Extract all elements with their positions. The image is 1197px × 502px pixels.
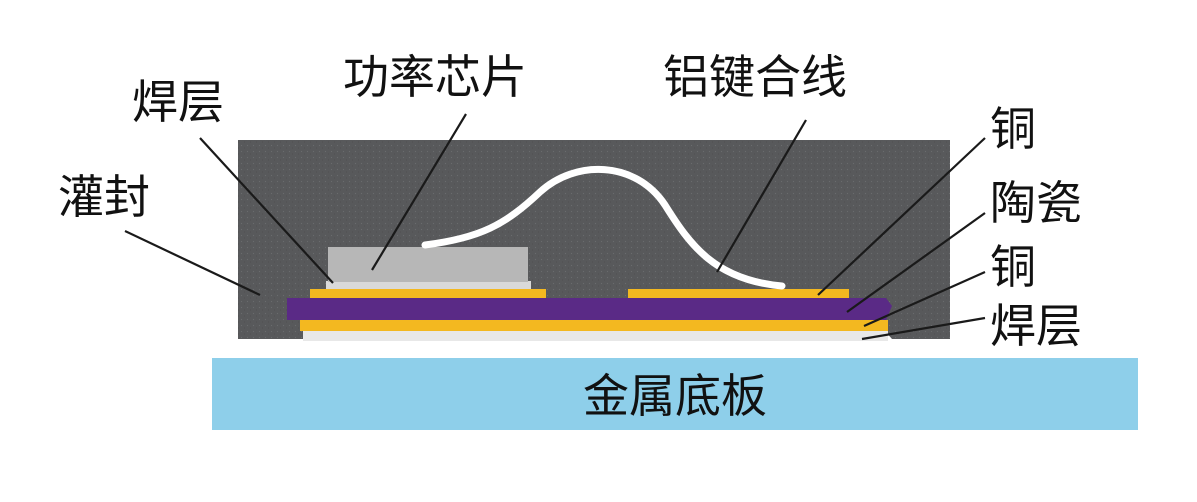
label-potting: 灌封 [58, 170, 150, 224]
ceramic-substrate [287, 298, 892, 320]
bottom-solder-layer [303, 331, 888, 341]
metal-base-plate [212, 358, 1138, 430]
top-copper-left [310, 289, 546, 298]
label-bond-wire: 铝键合线 [663, 50, 847, 104]
leader-solder-bottom [861, 316, 986, 341]
power-chip [328, 247, 528, 282]
metal-base-label: 金属底板 [583, 369, 767, 423]
leader-solder-top [199, 137, 334, 284]
label-solder-top: 焊层 [132, 75, 224, 129]
leader-ceramic [846, 212, 986, 313]
leader-power-chip [371, 113, 467, 271]
label-solder-bottom: 焊层 [990, 299, 1082, 353]
leader-potting [124, 230, 261, 296]
bottom-copper-layer [300, 320, 888, 331]
aluminum-bond-wire [421, 165, 786, 290]
top-solder-layer [326, 281, 531, 289]
label-copper-top: 铜 [990, 102, 1036, 156]
label-power-chip: 功率芯片 [343, 50, 527, 104]
leader-bond-wire [716, 119, 807, 273]
leader-copper-bottom [863, 270, 986, 328]
label-ceramic: 陶瓷 [990, 176, 1082, 230]
leader-copper-top [817, 137, 986, 296]
top-copper-right [628, 289, 849, 298]
label-copper-bottom: 铜 [990, 240, 1036, 294]
